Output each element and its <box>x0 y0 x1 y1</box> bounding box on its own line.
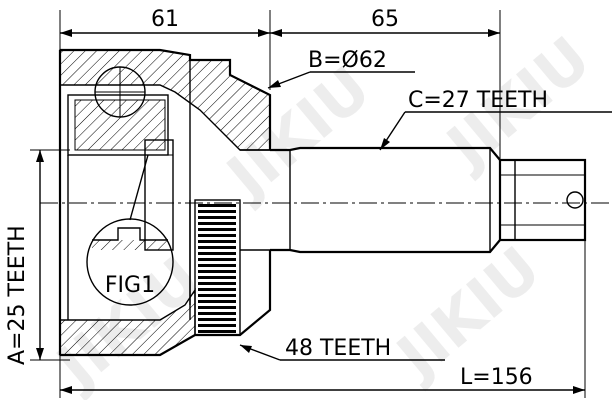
inner-race <box>67 66 174 320</box>
total-length-label: L=156 <box>460 365 533 390</box>
abs-tooth <box>198 276 236 279</box>
abs-tooth <box>198 228 236 231</box>
abs-tooth <box>198 216 236 219</box>
outer-diameter-label: B=Ø62 <box>308 48 387 73</box>
fig1-detail <box>86 154 174 306</box>
abs-tooth <box>198 306 236 309</box>
abs-tooth <box>198 264 236 267</box>
fig1-label: FIG1 <box>105 273 155 298</box>
abs-tooth <box>198 204 236 207</box>
abs-teeth-leader <box>239 344 445 361</box>
abs-teeth-label: 48 TEETH <box>285 336 391 361</box>
abs-tooth <box>198 222 236 225</box>
spline-teeth-label: C=27 TEETH <box>408 88 548 113</box>
abs-tooth <box>198 270 236 273</box>
abs-tooth <box>198 234 236 237</box>
cotter-hole <box>566 191 584 209</box>
abs-tooth <box>198 294 236 297</box>
dimension-65-label: 65 <box>371 7 399 32</box>
abs-tooth <box>198 330 236 333</box>
abs-tooth <box>198 324 236 327</box>
abs-tooth <box>198 210 236 213</box>
inner-spline-teeth-label: A=25 TEETH <box>5 225 30 365</box>
abs-tooth <box>198 282 236 285</box>
abs-tooth <box>198 246 236 249</box>
total-length-dimension <box>59 240 586 398</box>
abs-tooth <box>198 300 236 303</box>
abs-tooth <box>198 258 236 261</box>
abs-ring <box>194 199 241 336</box>
shaft <box>270 146 587 254</box>
outer-diameter-leader <box>267 71 415 89</box>
abs-tooth <box>198 318 236 321</box>
top-dimensions <box>59 10 501 160</box>
outer-housing <box>58 48 272 357</box>
abs-tooth <box>198 252 236 255</box>
abs-tooth <box>198 288 236 291</box>
dimension-61-label: 61 <box>151 7 179 32</box>
abs-tooth <box>198 240 236 243</box>
abs-tooth <box>198 312 236 315</box>
inner-spline-dimension <box>30 149 70 361</box>
